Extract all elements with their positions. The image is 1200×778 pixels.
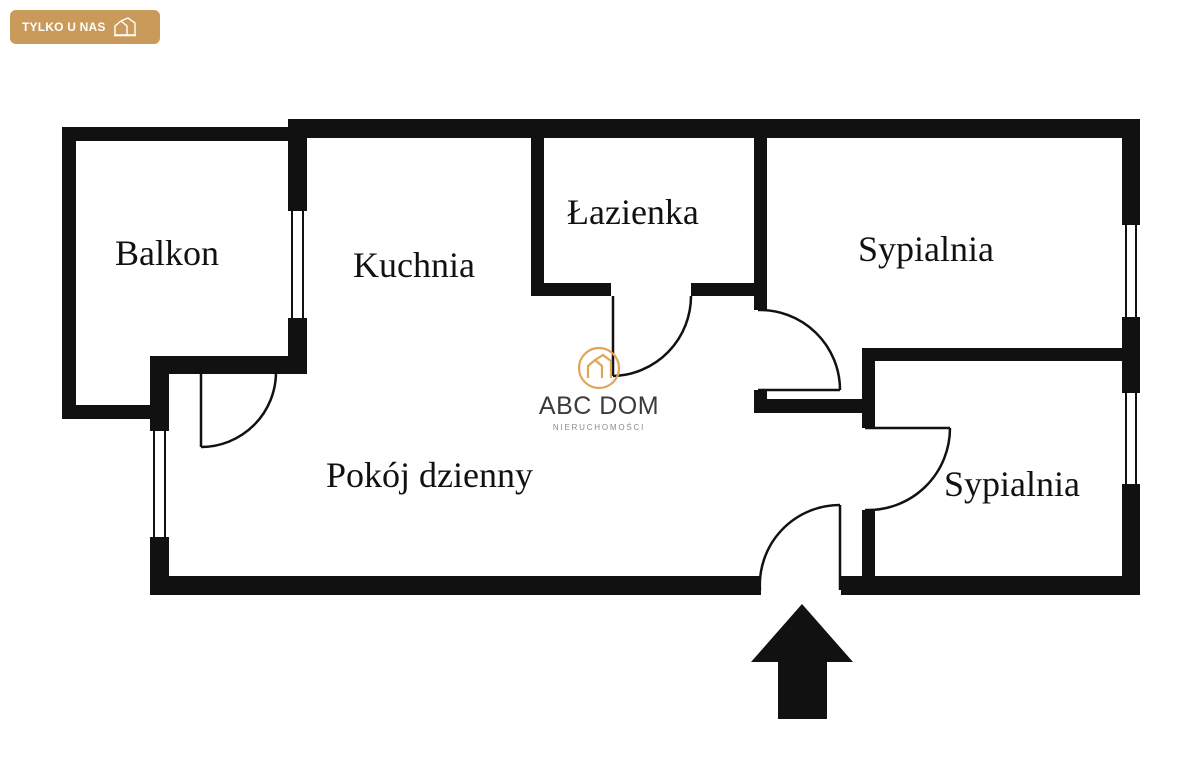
entrance-arrow-icon bbox=[751, 604, 853, 719]
room-label-bedroom-bottom: Sypialnia bbox=[944, 464, 1080, 504]
watermark-brand: ABC DOM bbox=[538, 392, 660, 420]
exclusive-badge: TYLKO U NAS bbox=[10, 10, 160, 44]
room-label-living-room: Pokój dzienny bbox=[326, 455, 533, 495]
badge-label: TYLKO U NAS bbox=[22, 20, 106, 34]
house-outline-icon bbox=[113, 17, 136, 37]
room-label-bedroom-top: Sypialnia bbox=[858, 229, 994, 269]
house-logo-icon bbox=[577, 346, 621, 390]
walls bbox=[62, 119, 1140, 595]
watermark-subtitle: NIERUCHOMOŚCI bbox=[552, 423, 646, 432]
room-label-bathroom: Łazienka bbox=[567, 192, 699, 232]
room-label-kitchen: Kuchnia bbox=[353, 245, 475, 285]
watermark-logo: ABC DOM NIERUCHOMOŚCI bbox=[524, 346, 674, 432]
room-label-balcony: Balkon bbox=[115, 233, 219, 273]
doors bbox=[199, 295, 952, 591]
windows bbox=[153, 211, 1137, 537]
